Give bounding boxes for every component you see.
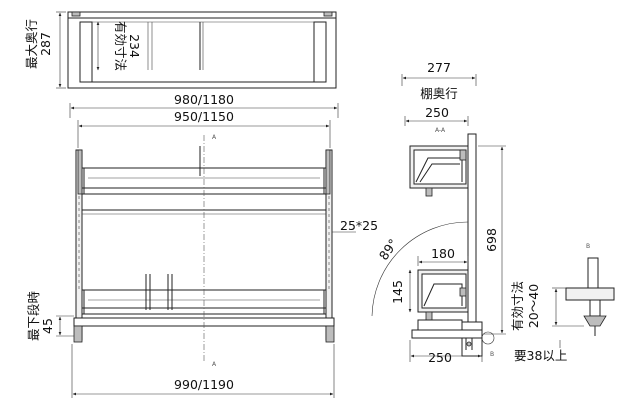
section-mark-bottom: A: [212, 361, 217, 368]
detail-effective-label: 有効寸法: [510, 281, 525, 331]
top-view-bracket-right: [323, 11, 333, 17]
lower-height-value: 145: [390, 280, 405, 304]
min-height-label: 最下段時: [26, 291, 41, 342]
top-view: 最大奥行 287 有効寸法 234: [24, 11, 337, 89]
top-view-post-left: [79, 21, 93, 83]
top-view-post-right: [313, 21, 327, 83]
post-size-value: 25*25: [340, 218, 378, 233]
outer-width-value: 980/1180: [174, 92, 234, 107]
total-depth-value: 277: [427, 60, 451, 75]
detail-upright: [587, 257, 599, 289]
side-lower-shelf: [417, 269, 469, 321]
side-upper-shelf: [409, 145, 469, 197]
front-foot-left: [73, 325, 83, 343]
min-height-value: 45: [40, 318, 55, 334]
shelf-depth-value: 250: [425, 105, 449, 120]
front-view: 980/1180 950/1150: [26, 92, 378, 398]
shelf-depth-label: 棚奥行: [420, 86, 458, 101]
side-upright: [467, 133, 477, 335]
detail-clamp-top: [565, 287, 615, 301]
max-depth-value: 287: [38, 32, 53, 56]
section-mark-top: A: [212, 134, 217, 141]
side-base-profile: [411, 319, 483, 350]
effective-dimension-value: 234: [127, 34, 142, 58]
detail-required-label: 要38以上: [514, 348, 567, 363]
detail-mark: B: [586, 243, 590, 250]
height-value: 698: [484, 228, 499, 252]
detail-view: B 有効寸法 20～40 要38以上: [510, 243, 615, 363]
max-depth-label: 最大奥行: [24, 19, 39, 69]
top-view-outline: [67, 11, 337, 89]
inner-width-value: 950/1150: [174, 109, 234, 124]
base-depth-value: 250: [428, 350, 452, 365]
section-title: A-A: [435, 127, 446, 134]
side-detail-circle: [481, 331, 495, 345]
side-view: 277 棚奥行 250 A-A: [371, 60, 506, 365]
angle-arc: [371, 221, 469, 317]
effective-dimension-label: 有効寸法: [113, 21, 128, 71]
detail-clamp-screw: [583, 315, 607, 327]
side-detail-mark: B: [490, 351, 494, 358]
bottom-width-value: 990/1190: [174, 377, 234, 392]
front-foot-right: [325, 325, 335, 343]
detail-clamp-body: [589, 299, 601, 317]
detail-effective-range: 20～40: [526, 284, 541, 328]
angle-value: 89°: [376, 236, 401, 263]
top-view-bracket-left: [71, 11, 81, 17]
lower-depth-value: 180: [431, 246, 455, 261]
